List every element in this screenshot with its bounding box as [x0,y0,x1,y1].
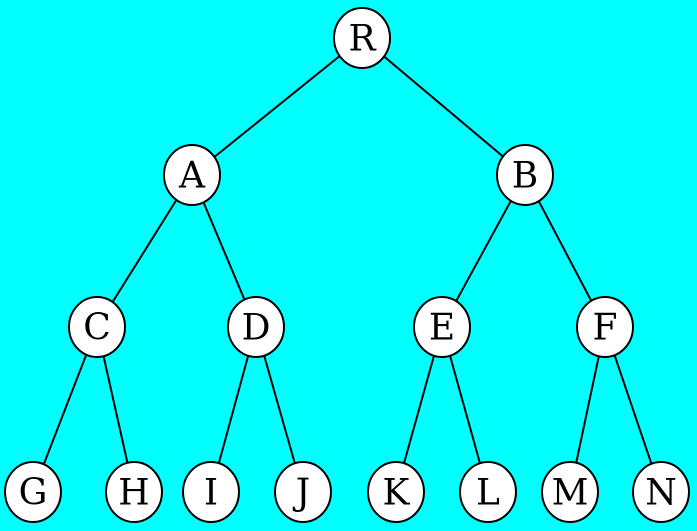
node-label-j: J [292,473,310,514]
tree-node-m: M [541,461,599,523]
node-label-i: I [204,473,218,514]
tree-node-r: R [333,7,391,69]
node-label-l: L [476,473,500,514]
node-circle-h [105,461,163,523]
tree-node-d: D [227,296,285,358]
tree-edges [32,37,662,493]
node-circle-n [632,461,690,523]
node-circle-d [227,296,285,358]
node-circle-j [274,461,332,523]
tree-node-k: K [367,461,425,523]
node-circle-k [367,461,425,523]
edge-r-a [191,37,363,176]
tree-node-b: B [496,144,554,206]
node-label-n: N [645,473,677,514]
tree-node-n: N [632,461,690,523]
node-circle-b [496,144,554,206]
node-circle-m [541,461,599,523]
node-label-k: K [383,473,411,514]
tree-node-a: A [163,144,221,206]
node-label-f: F [593,308,618,349]
tree-node-l: L [459,461,517,523]
node-label-m: M [552,473,589,514]
tree-node-f: F [576,296,634,358]
tree-node-i: I [182,461,240,523]
tree-node-e: E [413,296,471,358]
node-label-g: G [19,473,48,514]
node-label-r: R [348,19,376,60]
node-circle-l [459,461,517,523]
tree-node-j: J [274,461,332,523]
node-label-c: C [83,308,111,349]
node-circle-r [333,7,391,69]
tree-node-g: G [4,461,62,523]
node-label-b: B [512,156,538,197]
node-circle-g [4,461,62,523]
tree-node-c: C [68,296,126,358]
tree-node-h: H [105,461,163,523]
node-circle-c [68,296,126,358]
tree-nodes: R A B C D E F G H I J K L M N [4,7,690,523]
node-label-d: D [242,308,271,349]
node-label-e: E [429,308,455,349]
edge-r-b [361,37,526,176]
node-circle-e [413,296,471,358]
node-circle-f [576,296,634,358]
node-label-h: H [118,473,149,514]
node-label-a: A [178,156,206,197]
node-circle-i [182,461,240,523]
node-circle-a [163,144,221,206]
